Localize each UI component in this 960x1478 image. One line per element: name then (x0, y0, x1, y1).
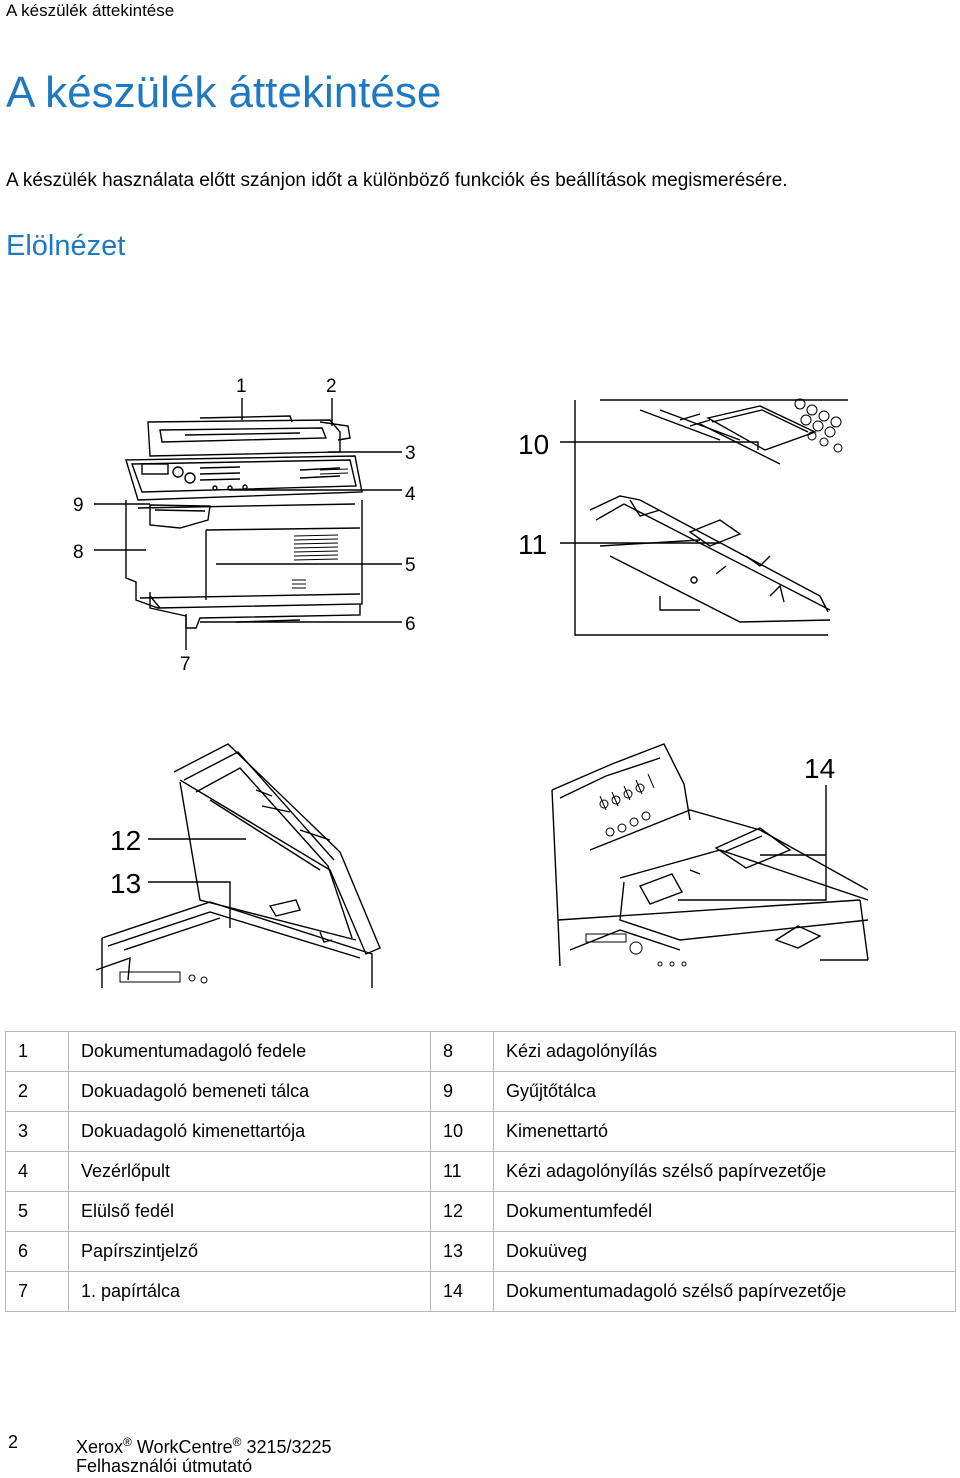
callout-4: 4 (405, 484, 416, 505)
legend-label: Dokuadagoló bemeneti tálca (68, 1071, 431, 1112)
running-header: A készülék áttekintése (6, 1, 175, 20)
legend-number: 10 (430, 1111, 494, 1152)
product-name: Xerox® WorkCentre® 3215/3225 (76, 1430, 332, 1459)
callout-14: 14 (804, 753, 835, 784)
page-number: 2 (8, 1432, 19, 1452)
legend-number: 11 (430, 1151, 494, 1192)
legend-label: Kézi adagolónyílás szélső papírvezetője (493, 1151, 956, 1192)
table-row: 6 Papírszintjelző 13 Dokuüveg (5, 1231, 956, 1272)
legend-number: 14 (430, 1271, 494, 1312)
callout-7: 7 (180, 654, 191, 675)
legend-number: 7 (5, 1271, 69, 1312)
legend-label: Dokumentumadagoló szélső papírvezetője (493, 1271, 956, 1312)
document-cover-illustration: 12 13 (95, 743, 381, 988)
callout-8: 8 (73, 542, 84, 563)
legend-number: 2 (5, 1071, 69, 1112)
section-title: Elölnézet (6, 230, 126, 262)
callout-2: 2 (326, 376, 337, 397)
legend-label: Elülső fedél (68, 1191, 431, 1232)
callout-6: 6 (405, 614, 416, 635)
legend-label: 1. papírtálca (68, 1271, 431, 1312)
callout-9: 9 (73, 495, 84, 516)
guide-title: Felhasználói útmutató (76, 1456, 253, 1476)
legend-number: 1 (5, 1031, 69, 1072)
legend-label: Vezérlőpult (68, 1151, 431, 1192)
legend-number: 4 (5, 1151, 69, 1192)
table-row: 3 Dokuadagoló kimenettartója 10 Kimenett… (5, 1111, 956, 1152)
table-row: 1 Dokumentumadagoló fedele 8 Kézi adagol… (5, 1031, 956, 1072)
legend-number: 5 (5, 1191, 69, 1232)
device-front-view-figure: 1 2 3 4 5 6 7 8 9 (73, 376, 869, 988)
intro-paragraph: A készülék használata előtt szánjon időt… (6, 170, 788, 191)
callout-11: 11 (518, 529, 547, 560)
legend-label: Gyűjtőtálca (493, 1071, 956, 1112)
callout-13: 13 (110, 868, 141, 899)
callout-12: 12 (110, 825, 141, 856)
legend-number: 12 (430, 1191, 494, 1232)
page-title: A készülék áttekintése (6, 68, 442, 117)
document-feeder-illustration: 14 (551, 743, 869, 967)
callout-5: 5 (405, 555, 416, 576)
table-row: 4 Vezérlőpult 11 Kézi adagolónyílás szél… (5, 1151, 956, 1192)
table-row: 2 Dokuadagoló bemeneti tálca 9 Gyűjtőtál… (5, 1071, 956, 1112)
output-tray-closeup-illustration: 10 11 (518, 398, 848, 636)
registered-mark: ® (123, 1435, 132, 1449)
legend-label: Dokuadagoló kimenettartója (68, 1111, 431, 1152)
callout-3: 3 (405, 443, 416, 464)
legend-label: Papírszintjelző (68, 1231, 431, 1272)
printer-illustration: 1 2 3 4 5 6 7 8 9 (73, 376, 416, 675)
legend-table: 1 Dokumentumadagoló fedele 8 Kézi adagol… (5, 1031, 956, 1312)
product-line: WorkCentre (136, 1437, 233, 1457)
legend-label: Dokumentumadagoló fedele (68, 1031, 431, 1072)
legend-number: 3 (5, 1111, 69, 1152)
model-number: 3215/3225 (246, 1437, 332, 1457)
legend-number: 13 (430, 1231, 494, 1272)
callout-leaders (94, 398, 402, 650)
legend-number: 6 (5, 1231, 69, 1272)
table-row: 7 1. papírtálca 14 Dokumentumadagoló szé… (5, 1271, 956, 1312)
callout-1: 1 (236, 376, 247, 397)
registered-mark: ® (232, 1435, 242, 1449)
callout-10: 10 (518, 429, 549, 460)
table-row: 5 Elülső fedél 12 Dokumentumfedél (5, 1191, 956, 1232)
legend-label: Dokumentumfedél (493, 1191, 956, 1232)
legend-number: 9 (430, 1071, 494, 1112)
brand-name: Xerox (76, 1437, 124, 1457)
legend-label: Kézi adagolónyílás (493, 1031, 956, 1072)
legend-label: Dokuüveg (493, 1231, 956, 1272)
legend-label: Kimenettartó (493, 1111, 956, 1152)
legend-number: 8 (430, 1031, 494, 1072)
